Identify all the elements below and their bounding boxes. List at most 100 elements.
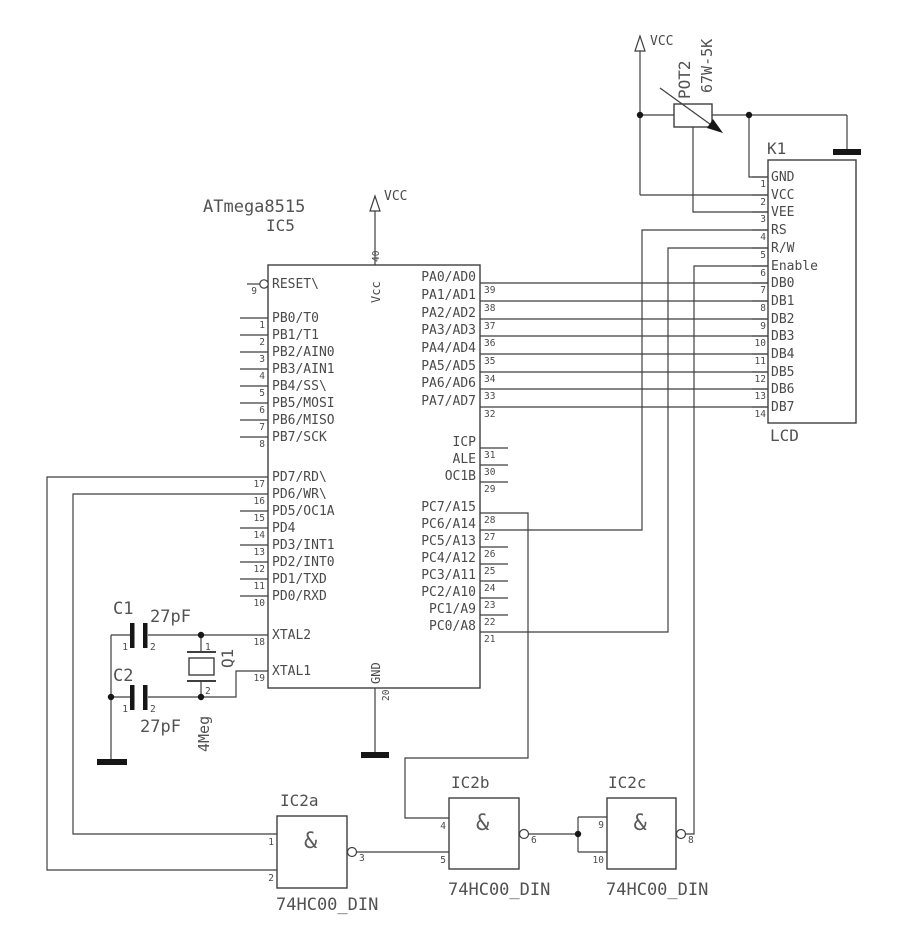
- gnd-symbol-ic5: [361, 752, 389, 758]
- IC2c-part-label: 74HC00_DIN: [606, 880, 708, 900]
- ic5-pin-number-26: 26: [484, 549, 496, 560]
- wire-pc7-to-ic2b-in1: [404, 512, 529, 819]
- ic5-pin-number-37: 37: [484, 321, 495, 332]
- junction-xtal1-q1: [197, 693, 205, 701]
- wire-xtal1: [148, 670, 268, 698]
- junction-gnd-rail: [107, 693, 115, 701]
- q1-ref: Q1: [218, 649, 237, 668]
- junction-xtal2-q1: [197, 631, 205, 639]
- ic5-pin-number-27: 27: [484, 532, 495, 543]
- junction-dots: [107, 111, 753, 838]
- IC2a-ref-label: IC2a: [280, 791, 319, 810]
- ic5-pin-number-1: 1: [259, 320, 265, 331]
- c1-pin2-number: 2: [150, 642, 156, 653]
- c1-plate-1: [130, 623, 135, 648]
- IC2a-in2-number: 2: [268, 873, 274, 884]
- c2-plate-1: [130, 685, 135, 710]
- pot-vcc-label: VCC: [650, 34, 673, 49]
- IC2c-in2-number: 10: [593, 855, 605, 866]
- k1-pin-label-DB0: DB0: [771, 276, 794, 291]
- c2-plate-2: [143, 685, 148, 710]
- ic5-pin-label-9: RESET\: [272, 277, 319, 292]
- k1-pin-label-RS: RS: [771, 223, 787, 238]
- ic5-pin-label-38: PA1/AD1: [421, 288, 476, 303]
- k1-pin-label-DB5: DB5: [771, 365, 794, 380]
- ic5-pin-label-33: PA6/AD6: [421, 376, 476, 391]
- ic5-pin-label-1: PB0/T0: [272, 311, 319, 326]
- ic5-pin-label-26: PC5/A13: [421, 534, 476, 549]
- ic5-pin-label-18: XTAL2: [272, 628, 311, 643]
- IC2b-body: [448, 797, 520, 870]
- ic5-pin-label-35: PA4/AD4: [421, 341, 476, 356]
- ic5-pin-label-10: PD0/RXD: [272, 589, 327, 604]
- wire-ic2c-out-to-enable: [685, 265, 768, 835]
- ic5-pin-number-39: 39: [484, 285, 496, 296]
- ic5-pin-label-30: ALE: [453, 452, 476, 467]
- wire-pc6-to-rs: [480, 229, 768, 531]
- IC2a-inversion-bubble: [346, 846, 358, 858]
- ic5-part-label: ATmega8515: [203, 197, 305, 217]
- IC2b-out-number: 6: [531, 835, 537, 846]
- ic5-body: [267, 264, 481, 689]
- ic5-pin-number-29: 29: [484, 484, 496, 495]
- k1-pin-number-5: 5: [760, 250, 766, 261]
- ic5-pin-label-6: PB5/MOSI: [272, 396, 335, 411]
- pot-wiper-arrowhead: [707, 119, 723, 133]
- ic5-pin-number-7: 7: [259, 422, 265, 433]
- IC2c-out-number: 8: [688, 835, 694, 846]
- c2-value: 27pF: [140, 717, 181, 737]
- wire-pd7-to-ic2a-in2: [46, 476, 277, 871]
- ic5-pin-label-17: PD7/RD\: [272, 470, 327, 485]
- ic5-pin-number-9: 9: [251, 286, 257, 297]
- ic5-pin-label-23: PC2/A10: [421, 585, 476, 600]
- ic5-pin-number-11: 11: [254, 581, 266, 592]
- ic5-pin-label-11: PD1/TXD: [272, 572, 327, 587]
- k1-body: [767, 159, 857, 424]
- q1-pin1-number: 1: [205, 642, 211, 653]
- IC2c-ref-label: IC2c: [608, 773, 647, 792]
- ic5-pin-number-13: 13: [254, 547, 265, 558]
- ic5-pin-number-12: 12: [254, 564, 265, 575]
- c1-pin1-number: 1: [122, 642, 128, 653]
- k1-pin-label-DB6: DB6: [771, 382, 794, 397]
- IC2b-inversion-bubble: [518, 828, 530, 840]
- wire-pd6-to-ic2a-in1: [72, 493, 277, 835]
- gnd-symbol-pot: [833, 149, 861, 155]
- k1-pin-label-DB2: DB2: [771, 312, 794, 327]
- potentiometer-pot2: VCC POT2 67W-5K: [650, 34, 723, 133]
- ic5-pin-number-24: 24: [484, 583, 496, 594]
- ic5-pin-number-17: 17: [254, 479, 265, 490]
- ic5-pin-label-13: PD3/INT1: [272, 538, 335, 553]
- IC2a-part-label: 74HC00_DIN: [276, 895, 378, 915]
- k1-pin-number-2: 2: [760, 197, 766, 208]
- pot-ref: POT2: [675, 60, 694, 99]
- ic5-ref-label: IC5: [266, 216, 295, 235]
- k1-name-label: LCD: [770, 426, 799, 445]
- k1-pin-label-VCC: VCC: [771, 188, 794, 203]
- ic5-pin-label-29: OC1B: [445, 469, 476, 484]
- junction-pot-gnd: [745, 111, 753, 119]
- ic5-pin-number-36: 36: [484, 338, 496, 349]
- k1-pin-number-3: 3: [760, 214, 766, 225]
- ic5-pin-number-25: 25: [484, 566, 495, 577]
- c2-ref: C2: [113, 666, 133, 686]
- k1-pin-number-10: 10: [755, 338, 767, 349]
- ic5-pin-number-30: 30: [484, 467, 496, 478]
- k1-pin-label-GND: GND: [771, 170, 795, 185]
- IC2c-inversion-bubble: [675, 828, 687, 840]
- ic5-pin-label-37: PA2/AD2: [421, 306, 476, 321]
- ic5-pin-label-15: PD5/OC1A: [272, 504, 335, 519]
- ic5-pin-label-12: PD2/INT0: [272, 555, 335, 570]
- ic5-pin-label-39: PA0/AD0: [421, 270, 476, 285]
- ic5-pin-label-34: PA5/AD5: [421, 359, 476, 374]
- IC2b-in2-number: 5: [440, 855, 446, 866]
- wire-pot-wiper-to-vee: [692, 127, 768, 213]
- k1-pin-label-Enable: Enable: [771, 259, 818, 274]
